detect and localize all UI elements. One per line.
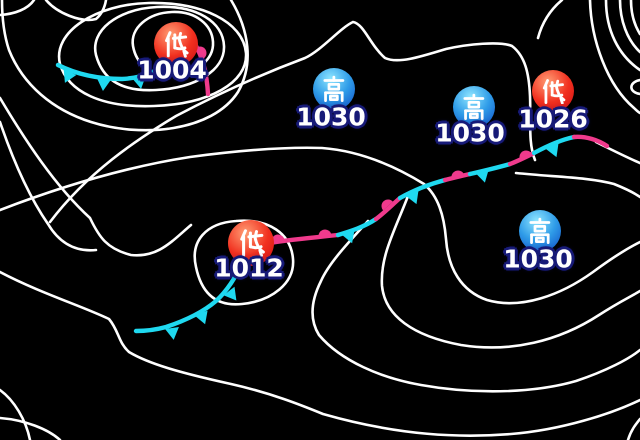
pressure-value-label: 1030 bbox=[296, 102, 366, 132]
low-pressure-icon bbox=[154, 22, 198, 66]
isobar-line bbox=[0, 0, 249, 132]
isobar-line bbox=[514, 171, 640, 199]
isobar-line bbox=[0, 96, 193, 257]
isobar-line bbox=[48, 20, 537, 224]
cold-front-triangle-icon bbox=[405, 190, 419, 205]
high-pressure-icon bbox=[519, 210, 561, 252]
isobar-line bbox=[0, 416, 62, 440]
cold-front-segment bbox=[531, 134, 577, 156]
cold-front-triangle-icon bbox=[194, 310, 208, 325]
isobar-line bbox=[0, 388, 32, 440]
kanji-high-glyph bbox=[323, 75, 345, 102]
low-pressure-icon bbox=[532, 70, 574, 112]
high-pressure-icon bbox=[453, 86, 495, 128]
cold-front-triangle-icon bbox=[341, 229, 355, 244]
kanji-high-glyph bbox=[529, 217, 551, 244]
isobar-line bbox=[588, 0, 640, 115]
cold-front-triangle-icon bbox=[132, 75, 146, 89]
pressure-value-label: 1012 bbox=[214, 253, 284, 283]
pressure-value-label: 1004 bbox=[137, 55, 207, 85]
cold-front-northwest bbox=[55, 57, 174, 91]
cold-front-triangle-icon bbox=[545, 143, 559, 158]
isobar-line bbox=[380, 194, 640, 349]
isobar-line bbox=[629, 0, 640, 36]
isobar-line bbox=[0, 0, 36, 17]
isobar-line bbox=[193, 219, 295, 306]
cold-front-triangle-icon bbox=[223, 286, 237, 301]
cold-front-segment bbox=[397, 177, 448, 201]
cold-front-triangle-icon bbox=[63, 69, 77, 83]
isobar-line bbox=[618, 0, 640, 54]
cold-front-triangle-icon bbox=[97, 78, 111, 91]
cold-front-segment bbox=[467, 161, 513, 177]
isobar-line bbox=[131, 10, 215, 77]
warm-front-segment bbox=[571, 134, 610, 149]
cold-front-segment bbox=[133, 258, 246, 334]
warm-front-semicircle-icon bbox=[381, 199, 393, 211]
isobar-line bbox=[57, 1, 248, 108]
warm-front-segment bbox=[373, 195, 403, 222]
warm-front-segment bbox=[507, 150, 537, 167]
high-pressure-icon bbox=[313, 68, 355, 110]
pressure-value-label: 1026 bbox=[518, 104, 588, 134]
warm-front-segment bbox=[267, 232, 341, 246]
kanji-low-glyph bbox=[240, 229, 265, 258]
isobar-line bbox=[0, 146, 640, 305]
warm-front-semicircle-icon bbox=[318, 229, 332, 237]
isobar-line bbox=[44, 0, 108, 22]
stationary-front-central bbox=[267, 134, 610, 246]
kanji-low-glyph bbox=[543, 78, 566, 105]
cold-front-triangle-icon bbox=[165, 327, 179, 340]
isobar-line bbox=[630, 78, 640, 96]
warm-front-semicircle-icon bbox=[519, 150, 532, 160]
isobar-line bbox=[604, 0, 640, 72]
low-pressure-icon bbox=[228, 220, 274, 266]
kanji-high-glyph bbox=[463, 93, 485, 120]
isobar-line bbox=[0, 270, 640, 437]
pressure-value-label: 1030 bbox=[503, 244, 573, 274]
kanji-low-glyph bbox=[165, 31, 190, 58]
cold-front-southwest bbox=[133, 258, 246, 340]
warm-front-semicircle-icon bbox=[198, 46, 207, 60]
isobar-line bbox=[0, 120, 98, 252]
isobar-line bbox=[536, 0, 564, 40]
warm-front-semicircle-icon bbox=[451, 170, 465, 179]
isobar-line bbox=[626, 417, 640, 440]
front-layer bbox=[55, 41, 610, 340]
warm-front-semicircle-icon bbox=[271, 234, 285, 242]
pressure-value-label: 1030 bbox=[435, 118, 505, 148]
cold-front-triangle-icon bbox=[475, 169, 489, 183]
isobar-line bbox=[93, 5, 226, 92]
isobar-line bbox=[311, 219, 640, 393]
cold-front-segment bbox=[55, 57, 174, 82]
cold-front-segment bbox=[335, 216, 379, 238]
